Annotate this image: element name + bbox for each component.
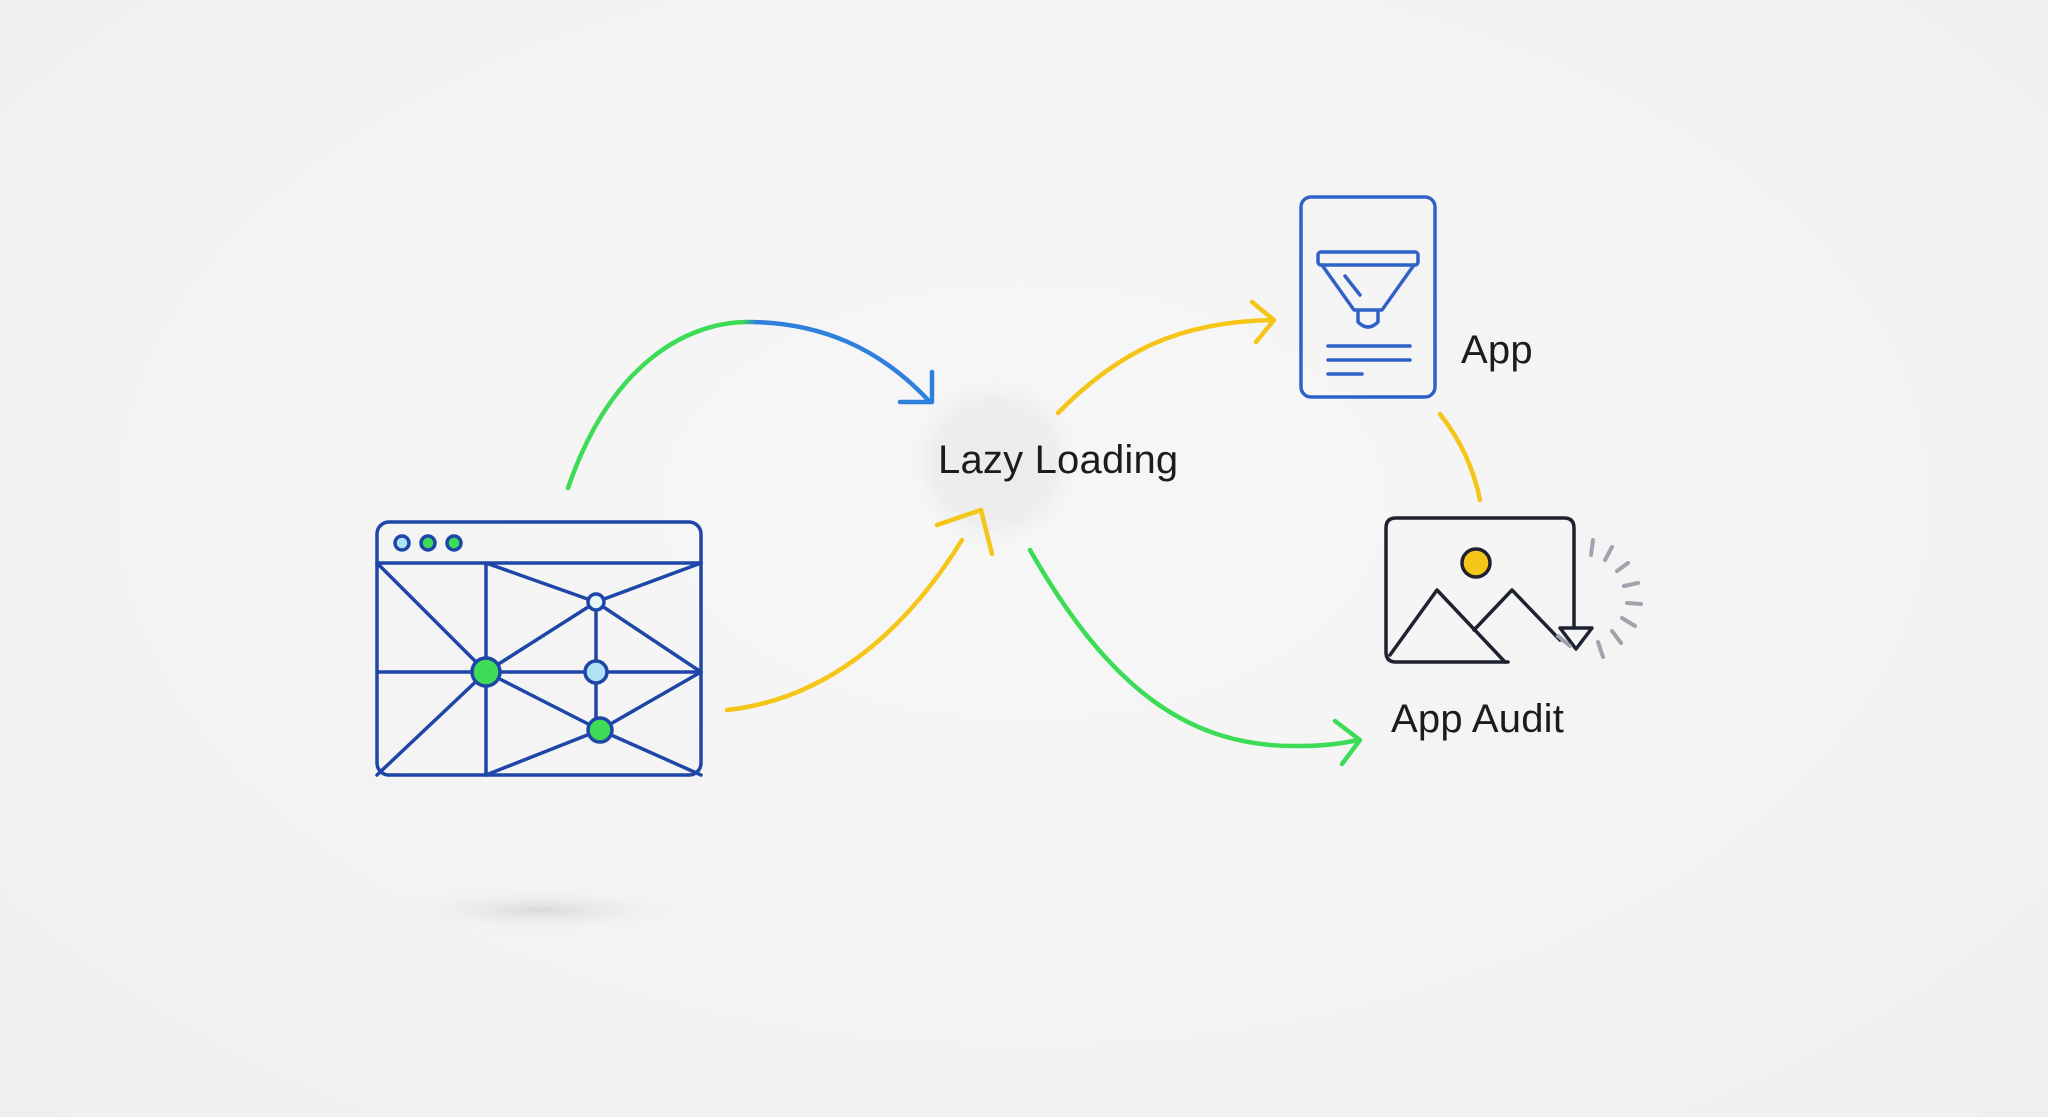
- image-frame: [1384, 516, 1576, 664]
- node-green-medium: [586, 716, 614, 744]
- app-audit-label: App Audit: [1391, 697, 1565, 741]
- window-dot-2: [419, 534, 437, 552]
- loading-spinner-icon: [1556, 538, 1643, 659]
- funnel-highlight: [1343, 274, 1362, 297]
- mountain-right: [1472, 588, 1562, 642]
- grid-line: [594, 600, 703, 674]
- wireframe-shadow: [390, 888, 690, 932]
- window-dot-1: [393, 534, 411, 552]
- arc-wireframe-to-lazy: [565, 319, 933, 491]
- arrowhead-blue: [897, 369, 935, 405]
- grid-line: [484, 670, 602, 732]
- browser-frame: [375, 520, 703, 777]
- funnel-top: [1316, 250, 1420, 267]
- arrowhead-yellow-app: [1249, 299, 1277, 345]
- download-arrow-icon: [1558, 626, 1594, 651]
- grid-line: [598, 728, 703, 777]
- funnel-spout: [1356, 308, 1380, 329]
- node-light-medium: [583, 659, 609, 685]
- funnel-body: [1320, 263, 1416, 312]
- arc-lazy-to-audit: [1027, 547, 1361, 749]
- mountain-left: [1388, 588, 1507, 664]
- grid-line: [375, 670, 488, 777]
- grid-line: [594, 561, 703, 604]
- node-green-large: [470, 656, 502, 688]
- window-dot-3: [445, 534, 463, 552]
- image-loading-icon: [1384, 516, 1594, 664]
- arrowhead-yellow-center: [934, 507, 995, 557]
- node-light-small: [586, 592, 606, 612]
- sun-icon: [1460, 547, 1492, 579]
- phone-frame: [1299, 195, 1437, 399]
- grid-line: [484, 728, 602, 777]
- app-label: App: [1461, 328, 1533, 372]
- arc-lazy-to-app: [1055, 317, 1275, 416]
- arc-wireframe-to-lazy-bottom: [724, 537, 965, 713]
- grid-line: [484, 561, 598, 604]
- center-glow: [907, 375, 1083, 551]
- arc-app-to-image: [1437, 411, 1483, 503]
- mobile-funnel-icon: [1299, 195, 1437, 399]
- browser-wireframe-icon: [375, 520, 703, 777]
- lazy-loading-label: Lazy Loading: [938, 438, 1179, 482]
- grid-line: [484, 600, 598, 674]
- arrowhead-green: [1332, 718, 1363, 767]
- grid-line: [598, 670, 703, 732]
- grid-line: [375, 561, 488, 674]
